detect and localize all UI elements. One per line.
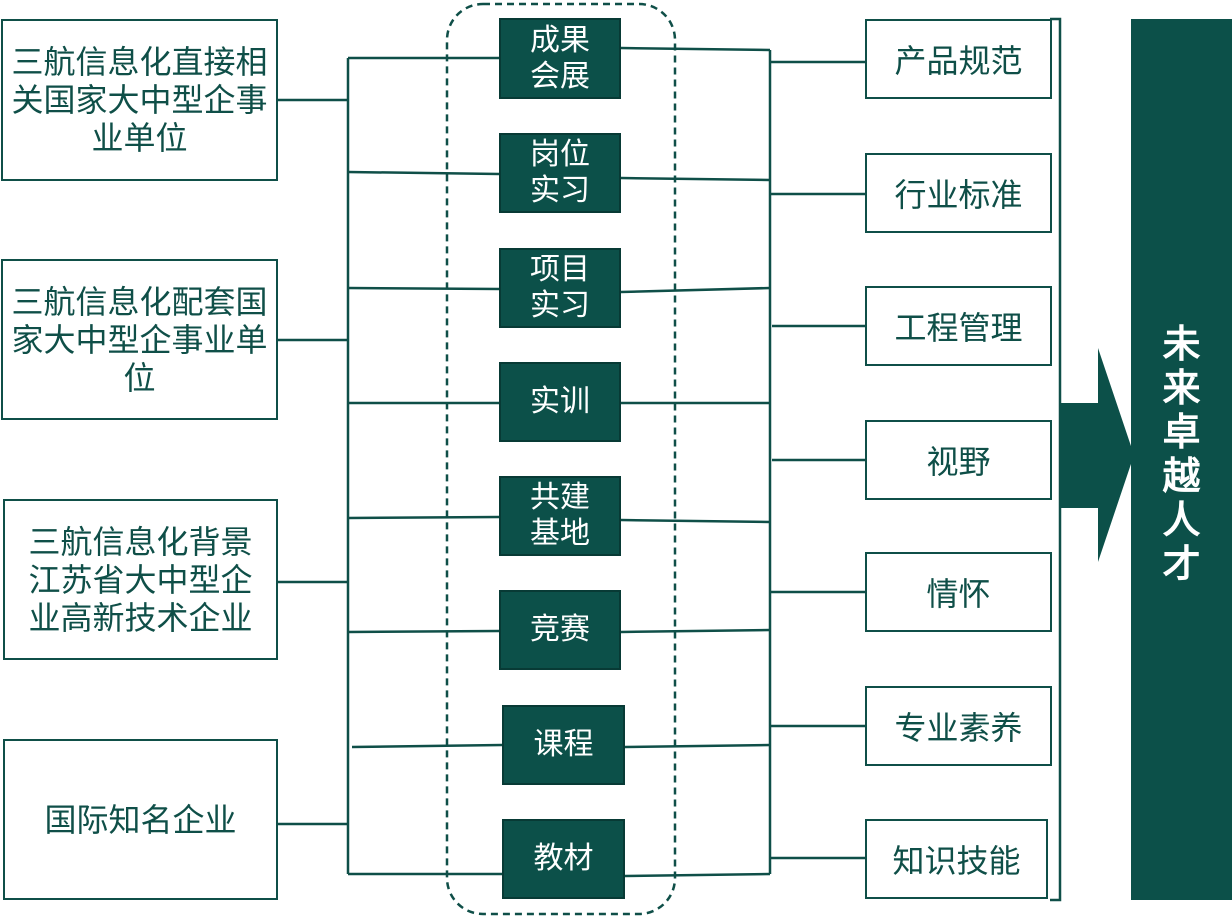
outcome-box-4: 视野 [865, 420, 1052, 500]
outcome-label-3: 工程管理 [894, 309, 1023, 347]
outcome-box-5: 情怀 [865, 552, 1052, 632]
activity-label-6: 竞赛 [530, 612, 590, 647]
outcome-box-2: 行业标准 [865, 153, 1052, 233]
activity-box-1: 成果 会展 [499, 18, 621, 99]
activity-label-2: 岗位 实习 [530, 137, 590, 208]
outcome-box-3: 工程管理 [865, 286, 1052, 366]
activity-box-3: 项目 实习 [499, 248, 621, 328]
outcome-box-1: 产品规范 [865, 19, 1052, 99]
activity-box-7: 课程 [502, 705, 625, 785]
activity-box-5: 共建 基地 [499, 476, 621, 556]
outcome-label-4: 视野 [926, 443, 991, 481]
activity-group-outline [445, 2, 677, 916]
outcome-label-5: 情怀 [926, 575, 991, 613]
result-bar [1131, 19, 1232, 900]
activity-label-7: 课程 [533, 727, 594, 762]
source-box-3: 三航信息化背景江苏省大中型企业高新技术企业 [3, 499, 278, 660]
activity-label-4: 实训 [530, 384, 590, 419]
source-label-1: 三航信息化直接相关国家大中型企事业单位 [11, 43, 268, 157]
arrow-shape [1060, 348, 1134, 562]
outcome-label-6: 专业素养 [894, 709, 1023, 747]
activity-box-6: 竞赛 [499, 590, 621, 670]
source-label-4: 国际知名企业 [44, 800, 237, 839]
source-box-4: 国际知名企业 [3, 739, 278, 900]
source-box-1: 三航信息化直接相关国家大中型企事业单位 [1, 19, 278, 181]
outcome-label-7: 知识技能 [892, 842, 1021, 880]
activity-label-3: 项目 实习 [530, 252, 590, 323]
outcome-label-1: 产品规范 [894, 42, 1023, 80]
source-label-3: 三航信息化背景江苏省大中型企业高新技术企业 [28, 522, 253, 637]
activity-label-5: 共建 基地 [530, 480, 590, 551]
outcome-label-2: 行业标准 [894, 176, 1023, 214]
source-box-2: 三航信息化配套国家大中型企事业单位 [1, 259, 278, 420]
activity-box-4: 实训 [499, 362, 621, 442]
activity-box-8: 教材 [502, 819, 625, 899]
outcome-box-7: 知识技能 [865, 819, 1048, 899]
activity-label-8: 教材 [533, 841, 594, 876]
activity-label-1: 成果 会展 [530, 22, 590, 94]
outcome-box-6: 专业素养 [865, 686, 1052, 766]
result-label: 未 来 卓 越 人 才 [1162, 322, 1201, 586]
source-label-2: 三航信息化配套国家大中型企事业单位 [11, 282, 268, 397]
activity-box-2: 岗位 实习 [499, 133, 621, 213]
